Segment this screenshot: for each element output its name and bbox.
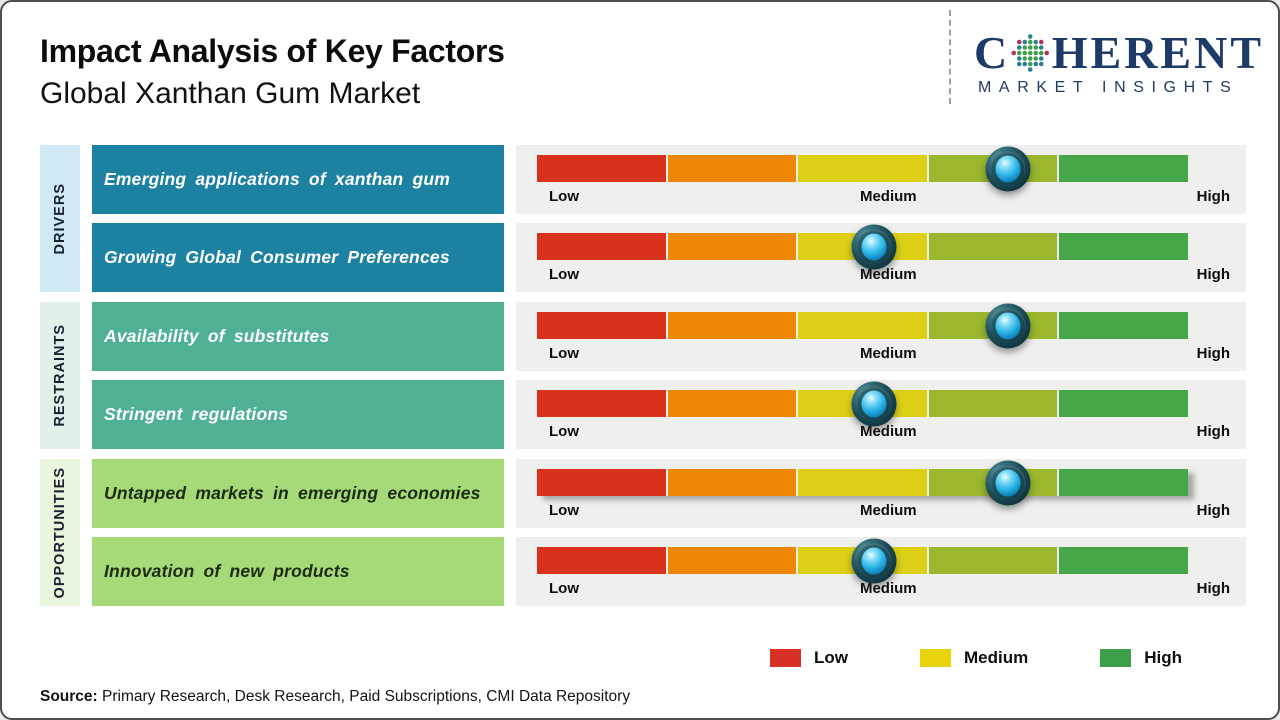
scale-segment-orange [667, 312, 797, 339]
factor-box: Emerging applications of xanthan gum [92, 145, 504, 214]
impact-knob[interactable] [985, 303, 1031, 348]
legend-swatch-low [770, 649, 801, 667]
scale-segment-orange [667, 547, 797, 574]
scale-segment-red [537, 469, 666, 496]
scale-bar [537, 381, 1188, 426]
scale-segment-green [1059, 233, 1188, 260]
brand-letters-rest: HERENT [1051, 27, 1264, 78]
scale-label-medium: Medium [859, 502, 917, 519]
scale-segment-red [537, 233, 666, 260]
legend-label-medium: Medium [964, 648, 1029, 667]
impact-scale: Low Medium High [516, 459, 1246, 528]
scale-label-medium: Medium [859, 266, 917, 283]
scale-label-low: Low [549, 188, 579, 205]
impact-scale: Low Medium High [516, 302, 1246, 371]
impact-knob[interactable] [851, 381, 897, 426]
scale-segment-yellow [798, 312, 927, 339]
impact-scale: Low Medium High [516, 223, 1246, 292]
source-label: Source: [40, 688, 98, 705]
scale-label-low: Low [549, 502, 579, 519]
scale-segment-yellowgreen [928, 390, 1058, 417]
scale-segment-yellow [798, 469, 927, 496]
scale-segment-green [1059, 547, 1188, 574]
category-label-restraints: RESTRAINTS [40, 302, 80, 449]
scale-label-low: Low [549, 580, 579, 597]
legend-item-medium: Medium [920, 648, 1028, 668]
scale-label-medium: Medium [859, 345, 917, 362]
page-subtitle: Global Xanthan Gum Market [40, 77, 421, 111]
brand-letter-c: C [974, 27, 1011, 78]
category-label-opportunities: OPPORTUNITIES [40, 459, 80, 606]
scale-label-high: High [1196, 188, 1230, 205]
scale-bar [537, 460, 1188, 505]
brand-tagline: MARKET INSIGHTS [978, 79, 1239, 96]
source-text: Primary Research, Desk Research, Paid Su… [97, 688, 631, 705]
scale-label-low: Low [549, 266, 579, 283]
scale-label-high: High [1196, 580, 1230, 597]
scale-label-high: High [1196, 266, 1230, 283]
scale-segment-green [1059, 469, 1188, 496]
scale-segment-green [1059, 155, 1188, 182]
scale-label-medium: Medium [859, 423, 917, 440]
scale-segment-green [1059, 312, 1188, 339]
legend: Low Medium High [770, 648, 1182, 668]
scale-label-low: Low [549, 345, 579, 362]
page-title: Impact Analysis of Key Factors [40, 33, 505, 69]
legend-item-high: High [1100, 648, 1182, 668]
scale-segment-yellow [798, 155, 927, 182]
logo-globe-icon [1011, 34, 1050, 72]
impact-scale: Low Medium High [516, 380, 1246, 449]
group-opportunities: OPPORTUNITIES Untapped markets in emergi… [40, 459, 1246, 606]
scale-bar [537, 538, 1188, 583]
legend-swatch-high [1100, 649, 1132, 667]
scale-segment-orange [667, 390, 797, 417]
impact-board: DRIVERS Emerging applications of xanthan… [40, 145, 1246, 606]
legend-label-low: Low [814, 648, 848, 667]
impact-knob[interactable] [851, 224, 897, 269]
legend-item-low: Low [770, 648, 848, 668]
scale-label-high: High [1196, 423, 1230, 440]
scale-label-medium: Medium [859, 580, 917, 597]
logo-divider [949, 10, 951, 104]
legend-swatch-medium [920, 649, 951, 667]
scale-label-high: High [1196, 345, 1230, 362]
factor-box: Availability of substitutes [92, 302, 504, 371]
scale-segment-yellowgreen [928, 547, 1058, 574]
factor-box: Untapped markets in emerging economies [92, 459, 504, 528]
scale-segment-yellowgreen [928, 233, 1058, 260]
source-note: Source: Primary Research, Desk Research,… [40, 688, 630, 706]
impact-knob[interactable] [985, 460, 1031, 505]
group-restraints: RESTRAINTS Availability of substitutes L… [40, 302, 1246, 449]
scale-bar [537, 303, 1188, 348]
brand-logo: C HERENT MARKET INSIGHTS [974, 30, 1264, 97]
scale-bar [537, 224, 1188, 269]
scale-segment-green [1059, 390, 1188, 417]
scale-segment-red [537, 547, 666, 574]
header: Impact Analysis of Key Factors Global Xa… [40, 33, 505, 111]
factor-box: Innovation of new products [92, 537, 504, 606]
scale-segment-red [537, 312, 666, 339]
scale-label-high: High [1196, 502, 1230, 519]
scale-label-medium: Medium [859, 188, 917, 205]
brand-wordmark: C HERENT [974, 30, 1264, 76]
impact-knob[interactable] [851, 538, 897, 583]
impact-knob[interactable] [985, 146, 1031, 191]
category-label-drivers: DRIVERS [40, 145, 80, 292]
scale-label-low: Low [549, 423, 579, 440]
factor-box: Stringent regulations [92, 380, 504, 449]
scale-segment-orange [667, 233, 797, 260]
scale-segment-red [537, 155, 666, 182]
scale-segment-red [537, 390, 666, 417]
legend-label-high: High [1144, 648, 1183, 667]
impact-scale: Low Medium High [516, 145, 1246, 214]
scale-segment-orange [667, 469, 797, 496]
group-drivers: DRIVERS Emerging applications of xanthan… [40, 145, 1246, 292]
scale-bar [537, 146, 1188, 191]
scale-segment-orange [667, 155, 797, 182]
factor-box: Growing Global Consumer Preferences [92, 223, 504, 292]
impact-scale: Low Medium High [516, 537, 1246, 606]
